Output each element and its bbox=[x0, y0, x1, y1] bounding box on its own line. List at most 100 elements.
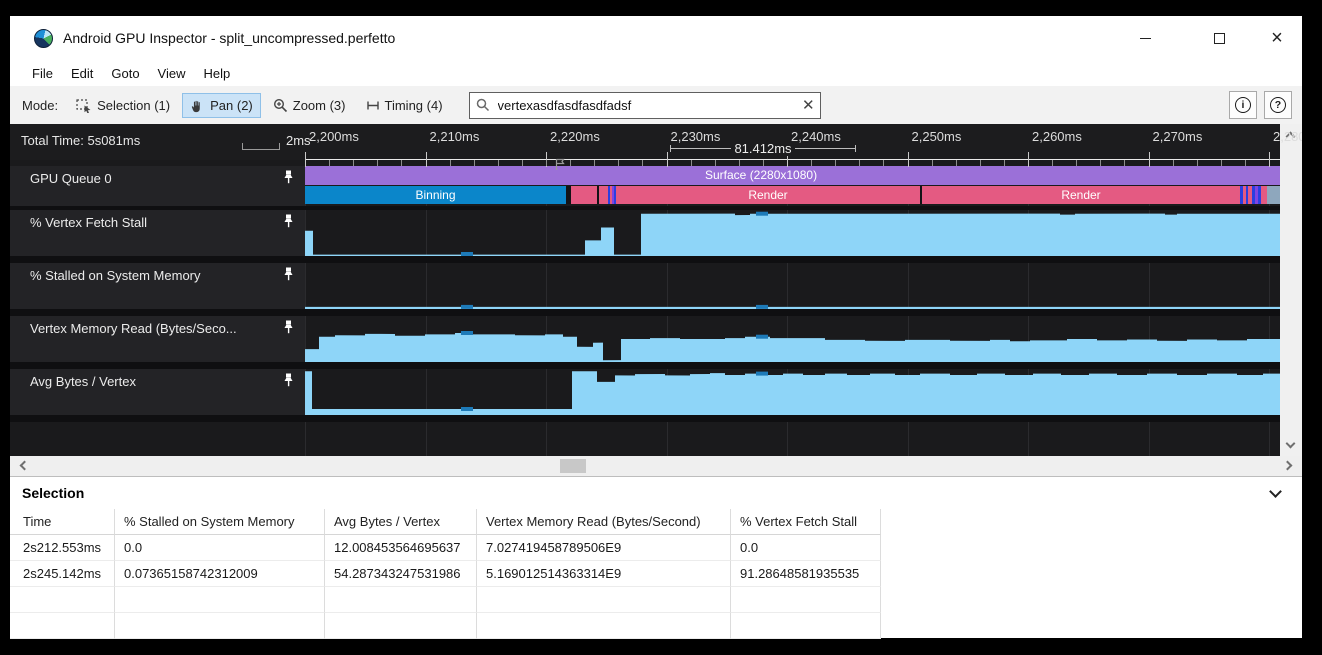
app-logo-icon bbox=[34, 28, 53, 48]
slice-sliver_violet[interactable] bbox=[612, 186, 614, 204]
maximize-button[interactable] bbox=[1202, 16, 1236, 60]
collapse-panel-icon[interactable] bbox=[1269, 485, 1282, 498]
slice-sliver_blue[interactable] bbox=[614, 186, 616, 204]
ruler-minor-tick bbox=[811, 160, 813, 166]
ruler-minor-tick bbox=[449, 160, 451, 166]
slice-render[interactable] bbox=[571, 186, 597, 204]
track-content-avg-bytes-vertex[interactable] bbox=[305, 369, 1280, 415]
ruler-minor-tick bbox=[1244, 160, 1246, 166]
slice-tail[interactable] bbox=[1267, 186, 1280, 204]
slice-render[interactable] bbox=[599, 186, 608, 204]
slice-sliver_blue[interactable] bbox=[608, 186, 610, 204]
counter-chart-vertex-fetch-stall[interactable] bbox=[305, 210, 1280, 256]
vertical-scrollbar[interactable] bbox=[1280, 124, 1302, 456]
slice-render[interactable] bbox=[1243, 186, 1246, 204]
pin-icon[interactable] bbox=[283, 214, 294, 231]
timeline-gridline bbox=[1269, 196, 1270, 456]
scroll-down-icon[interactable] bbox=[1285, 438, 1296, 449]
slice-gap[interactable] bbox=[597, 186, 599, 204]
total-time-label: Total Time: 5s081ms bbox=[21, 133, 141, 148]
timeline-gridline bbox=[787, 196, 788, 456]
maximize-icon bbox=[1213, 32, 1225, 44]
menu-help[interactable]: Help bbox=[203, 65, 231, 81]
flag-marker-icon[interactable] bbox=[555, 158, 566, 176]
track-label-text: % Vertex Fetch Stall bbox=[30, 215, 148, 230]
ruler-minor-tick bbox=[497, 160, 499, 166]
mode-timing-4[interactable]: Timing (4) bbox=[358, 93, 451, 118]
track-label-text: Vertex Memory Read (Bytes/Seco... bbox=[30, 321, 237, 336]
slice-render[interactable] bbox=[1261, 186, 1267, 204]
track-content-stalled-on-system-memory[interactable] bbox=[305, 263, 1280, 309]
timeline-ruler[interactable]: Total Time: 5s081ms 2ms 81.412ms 2,200ms… bbox=[10, 124, 1302, 167]
slice-render[interactable] bbox=[610, 186, 612, 204]
app-window: Android GPU Inspector - split_uncompress… bbox=[10, 16, 1302, 639]
scroll-left-icon[interactable] bbox=[19, 460, 30, 471]
track-row-vertex-fetch-stall[interactable]: % Vertex Fetch Stall bbox=[10, 210, 1280, 263]
clear-search-icon[interactable]: ✕ bbox=[801, 96, 815, 114]
help-button[interactable]: ? bbox=[1264, 91, 1292, 119]
pin-icon[interactable] bbox=[283, 320, 294, 337]
mode-pan-2[interactable]: Pan (2) bbox=[182, 92, 261, 118]
timeline-gridline bbox=[425, 196, 427, 456]
pin-icon[interactable] bbox=[283, 267, 294, 284]
info-button[interactable]: i bbox=[1229, 91, 1257, 119]
menu-edit[interactable]: Edit bbox=[70, 65, 94, 81]
search-input[interactable] bbox=[468, 91, 821, 119]
menu-view[interactable]: View bbox=[157, 65, 186, 81]
slice-render[interactable] bbox=[1248, 186, 1252, 204]
track-content-vertex-memory-read-bytes-seco[interactable] bbox=[305, 316, 1280, 362]
slice-sliver_blue[interactable] bbox=[1246, 186, 1248, 204]
table-cell: 2s245.142ms bbox=[10, 561, 115, 587]
ruler-minor-tick bbox=[714, 160, 716, 166]
track-label-stalled-on-system-memory[interactable]: % Stalled on System Memory bbox=[10, 263, 305, 309]
track-label-vertex-memory-read-bytes-seco[interactable]: Vertex Memory Read (Bytes/Seco... bbox=[10, 316, 305, 362]
slice-sliver_blue[interactable] bbox=[1240, 186, 1243, 204]
track-label-avg-bytes-vertex[interactable]: Avg Bytes / Vertex bbox=[10, 369, 305, 415]
slice-render[interactable]: Render bbox=[616, 186, 920, 204]
info-icon: i bbox=[1235, 97, 1251, 113]
menu-file[interactable]: File bbox=[32, 65, 53, 81]
pin-icon[interactable] bbox=[283, 373, 294, 390]
slice-surface[interactable]: Surface (2280x1080) bbox=[305, 166, 1280, 185]
track-row-avg-bytes-vertex[interactable]: Avg Bytes / Vertex bbox=[10, 369, 1280, 422]
track-row-stalled-on-system-memory[interactable]: % Stalled on System Memory bbox=[10, 263, 1280, 316]
scrollbar-thumb[interactable] bbox=[560, 459, 586, 473]
slice-label: Render bbox=[748, 188, 788, 202]
ruler-major-tick bbox=[1269, 152, 1270, 167]
ruler-major-tick bbox=[305, 152, 306, 167]
mode-zoom-3[interactable]: Zoom (3) bbox=[265, 93, 354, 118]
track-label-vertex-fetch-stall[interactable]: % Vertex Fetch Stall bbox=[10, 210, 305, 256]
slice-sliver_blue[interactable] bbox=[1252, 186, 1255, 204]
slice-binning[interactable]: Binning bbox=[305, 186, 566, 204]
counter-chart-avg-bytes-vertex[interactable] bbox=[305, 369, 1280, 415]
track-content-gpu-queue-0[interactable]: Surface (2280x1080)Binning Render Render bbox=[305, 166, 1280, 206]
menu-goto[interactable]: Goto bbox=[111, 65, 140, 81]
scroll-right-icon[interactable] bbox=[1282, 460, 1293, 471]
timeline-gridline bbox=[305, 196, 306, 456]
slice-sliver_violet[interactable] bbox=[1255, 186, 1258, 204]
mode-selection-1[interactable]: Selection (1) bbox=[68, 93, 178, 118]
selection-icon bbox=[76, 98, 92, 113]
ruler-major-tick bbox=[1148, 152, 1150, 167]
slice-gap[interactable] bbox=[920, 186, 922, 204]
counter-chart-vertex-memory-read-bytes-seco[interactable] bbox=[305, 316, 1280, 362]
pin-icon[interactable] bbox=[283, 170, 294, 187]
slice-sliver_blue[interactable] bbox=[1258, 186, 1261, 204]
slice-render[interactable]: Render bbox=[922, 186, 1240, 204]
slice-label: Render bbox=[1061, 188, 1101, 202]
ruler-major-tick bbox=[666, 152, 668, 167]
track-row-vertex-memory-read-bytes-seco[interactable]: Vertex Memory Read (Bytes/Seco... bbox=[10, 316, 1280, 369]
track-label-gpu-queue-0[interactable]: GPU Queue 0 bbox=[10, 166, 305, 206]
track-content-vertex-fetch-stall[interactable] bbox=[305, 210, 1280, 256]
horizontal-scrollbar[interactable] bbox=[10, 456, 1302, 476]
column-header-1: % Stalled on System Memory bbox=[115, 509, 325, 535]
ruler-major-tick bbox=[1028, 152, 1029, 167]
slice-gap[interactable] bbox=[566, 186, 571, 204]
ruler-tick-label: 2,250ms bbox=[911, 129, 962, 144]
table-row bbox=[10, 587, 881, 613]
counter-chart-stalled-on-system-memory[interactable] bbox=[305, 263, 1280, 309]
close-button[interactable]: × bbox=[1271, 26, 1283, 49]
minimize-button[interactable] bbox=[1128, 16, 1162, 60]
